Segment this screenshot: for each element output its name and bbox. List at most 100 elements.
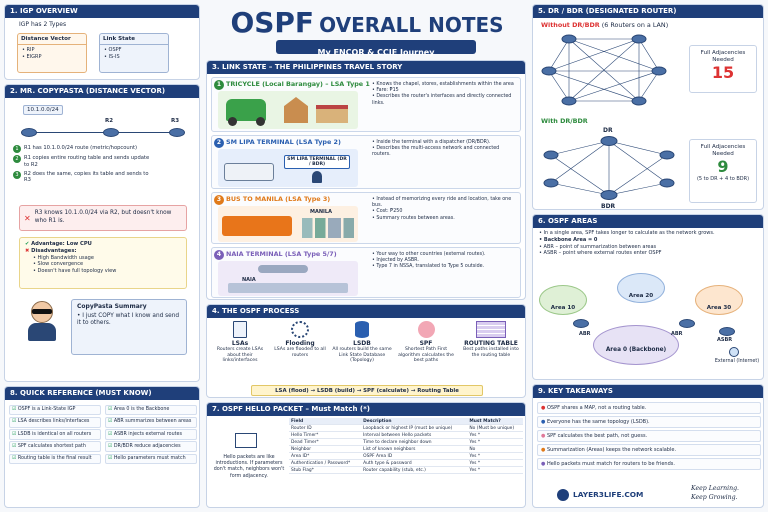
hello-intro: Hello packets are like introductions. If… [213, 455, 285, 479]
abr-right-label: ABR [671, 331, 683, 337]
skyline-icon [302, 218, 354, 238]
qr-item: ☑ Routing table is the final result [9, 453, 101, 465]
title-rest: OVERALL NOTES [319, 13, 504, 37]
col-field: Field [289, 418, 362, 425]
ls-item: • IS-IS [104, 53, 120, 60]
pros-cons-box: ✔ Advantage: Low CPU ✖ Disadvantages: • … [19, 237, 187, 289]
lsa-type3-title: BUS TO MANILA (LSA Type 3) [226, 195, 331, 203]
bdr-label: BDR [601, 203, 616, 210]
process-step-spf: SPF Shortest Path First algorithm calcul… [395, 321, 457, 381]
disadvantage-item: • Slow convergence [33, 261, 84, 268]
hello-packet-panel: 7. OSPF HELLO PACKET – Must Match (*) He… [206, 402, 526, 508]
table-row: Authentication / Password*Auth type & pa… [289, 459, 523, 467]
dr-bdr-header: 5. DR / BDR (DESIGNATED ROUTER) [533, 5, 763, 18]
page-title: OSPF OVERALL NOTES [208, 6, 526, 39]
qr-text: Area 0 is the Backbone [113, 407, 170, 412]
step-desc: LSAs are flooded to all routers [274, 347, 326, 358]
cell: Hello Timer* [289, 431, 362, 439]
lsa-type1-title: TRICYCLE (Local Barangay) – LSA Type 1 [226, 80, 370, 88]
takeaway-text: Summarization (Areas) keeps the network … [546, 447, 677, 453]
title-main: OSPF [230, 6, 315, 39]
dv-item: • RIP [22, 47, 35, 53]
network-icon [291, 321, 309, 338]
globe-icon [729, 347, 739, 357]
cell: Yes * [467, 438, 523, 446]
step-number-icon: 1 [13, 145, 21, 153]
qr-right-column: ☑ Area 0 is the Backbone ☑ ABR summarize… [105, 403, 197, 466]
lsa-type2-bullet: • Inside the terminal with a dispatcher … [372, 140, 491, 145]
area-label: Area 10 [550, 305, 576, 311]
bus-icon [224, 163, 274, 181]
adjacency-value-9: 9 [717, 157, 729, 177]
number-3-icon: 3 [214, 195, 224, 205]
store-icon [316, 105, 348, 123]
copypasta-avatar [25, 301, 59, 341]
adjacency-label: Full Adjacencies Needed [700, 144, 746, 157]
check-icon: ☑ [12, 431, 18, 437]
ospf-areas-header: 6. OSPF AREAS [533, 215, 763, 228]
prefix-badge: 10.1.0.0/24 [23, 105, 63, 115]
lsa-type5-card: 4 NAIA TERMINAL (LSA Type 5/7) NAIA • Yo… [211, 247, 521, 298]
brain-icon: ● [541, 433, 547, 439]
summary-title: CopyPasta Summary [77, 303, 147, 310]
process-step-lsdb: LSDB All routers build the same Link Sta… [331, 321, 393, 381]
ospf-process-header: 4. THE OSPF PROCESS [207, 305, 525, 318]
step-name: LSAs [231, 340, 249, 347]
qr-text: ABR summarizes between areas [113, 419, 192, 425]
igp-overview-panel: 1. IGP OVERVIEW IGP has 2 Types Distance… [4, 4, 200, 80]
qr-text: Hello parameters must match [113, 456, 186, 461]
handshake-icon: ● [541, 461, 547, 467]
process-step-routing-table: ROUTING TABLE Best paths installed into … [459, 321, 523, 381]
ls-item: • OSPF [104, 47, 122, 53]
dispatcher-icon [312, 171, 322, 183]
qr-item: ☑ ASBR injects external routes [105, 429, 197, 440]
cell: Router ID [289, 424, 362, 432]
areas-bullet: • Backbone Area = 0 [539, 236, 598, 243]
disadvantage-item: • Doesn't have full topology view [33, 268, 117, 274]
qr-text: DR/BDR reduce adjacencies [113, 443, 181, 449]
cell: Loopback or highest IP (must be unique) [361, 424, 468, 432]
lsa-type3-bullet: • Cost: ₱250 [372, 209, 403, 215]
warning-x-icon: ✕ [24, 213, 31, 223]
check-icon: ☑ [12, 456, 18, 461]
adjacency-box-with: Full Adjacencies Needed 9 (5 to DR + 4 t… [689, 139, 757, 203]
takeaway-item: ● Hello packets must match for routers t… [537, 458, 761, 470]
cell: List of known neighbors [361, 445, 468, 453]
lsa-type5-title: NAIA TERMINAL (LSA Type 5/7) [226, 250, 337, 258]
naia-image: NAIA [218, 261, 358, 296]
key-takeaways-panel: 9. KEY TAKEAWAYS ● OSPF shares a MAP, no… [532, 384, 764, 508]
subtitle-banner: My ENCOR & CCIE Journey [276, 40, 476, 57]
cell: Yes * [467, 459, 523, 467]
disadvantage-title: Disadvantages: [31, 247, 77, 254]
link-state-box: Link State • OSPF • IS-IS [99, 33, 169, 73]
tricycle-image [218, 91, 358, 129]
lsa-type3-card: 3 BUS TO MANILA (LSA Type 3) MANILA • In… [211, 192, 521, 244]
lsa-type1-card: 1 TRICYCLE (Local Barangay) – LSA Type 1… [211, 77, 521, 132]
takeaway-text: Hello packets must match for routers to … [546, 461, 675, 467]
adjacency-note: (5 to DR + 4 to BDR) [696, 176, 750, 183]
cell: Authentication / Password* [289, 459, 362, 467]
full-mesh-diagram [541, 34, 667, 106]
copypasta-header: 2. MR. COPYPASTA (DISTANCE VECTOR) [5, 85, 199, 98]
brand-name[interactable]: LAYER3LIFE.COM [573, 490, 644, 499]
step-name: Flooding [285, 340, 315, 347]
cell: No [467, 445, 523, 453]
areas-bullet: • ASBR – point where external routes ent… [539, 250, 662, 257]
abr-left-icon [573, 319, 589, 328]
with-dr-title: With DR/BDR [541, 117, 588, 125]
manila-label: MANILA [310, 209, 332, 215]
table-icon [476, 321, 506, 338]
dr-bdr-diagram [543, 136, 675, 200]
cell: Yes * [467, 452, 523, 460]
database-icon [355, 321, 369, 338]
lsa-type5-bullet: • Type 7 in NSSA, translated to Type 5 o… [372, 264, 485, 270]
lsa-type1-bullet: • Fare: ₱15 [372, 88, 399, 94]
number-1-icon: 1 [214, 80, 224, 90]
brain-icon [417, 321, 435, 338]
avatar-sunglasses-icon [32, 309, 52, 314]
router-r3-label: R3 [171, 118, 180, 124]
check-icon: ☑ [12, 407, 18, 412]
